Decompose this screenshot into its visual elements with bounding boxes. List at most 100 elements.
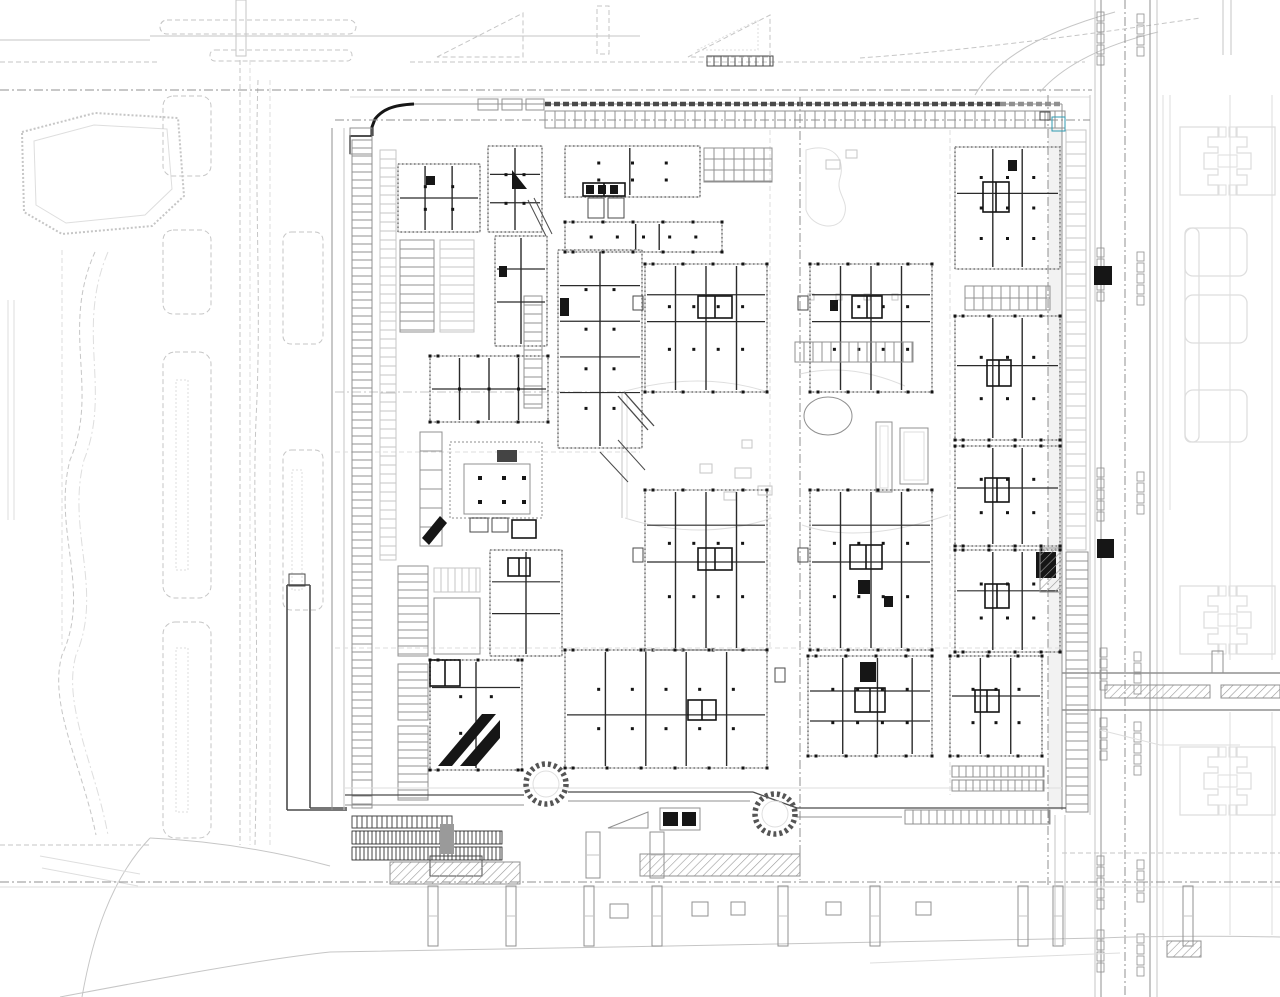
parked-cars bbox=[1099, 717, 1108, 761]
plan-rect bbox=[723, 491, 737, 501]
context-butterfly-building bbox=[1179, 746, 1219, 816]
parked-cars bbox=[1096, 11, 1105, 66]
road-median bbox=[162, 621, 212, 839]
parking-row bbox=[523, 295, 543, 409]
parked-cars bbox=[1136, 13, 1145, 57]
solid-core bbox=[522, 500, 526, 504]
plaza-core-black bbox=[682, 812, 696, 826]
parked-cars bbox=[1133, 721, 1142, 776]
layer-buildings bbox=[397, 111, 1066, 772]
parked-cars bbox=[1136, 933, 1145, 977]
road-median bbox=[209, 49, 353, 62]
plan-rect bbox=[741, 439, 753, 449]
hatched-platform bbox=[639, 853, 801, 877]
plan-rect bbox=[632, 295, 644, 311]
building-block bbox=[494, 235, 548, 347]
plan-rect bbox=[525, 98, 545, 111]
east-paver-band bbox=[1065, 551, 1089, 813]
parked-cars bbox=[1096, 929, 1105, 973]
building-block bbox=[808, 262, 934, 394]
west-parking-strip bbox=[351, 139, 373, 809]
plan-rect bbox=[609, 903, 629, 919]
plan-rect bbox=[891, 293, 899, 301]
plan-path bbox=[1217, 126, 1238, 196]
plan-line bbox=[623, 391, 655, 427]
plan-rect bbox=[607, 197, 625, 219]
crosswalk bbox=[706, 55, 774, 67]
station-tracks bbox=[351, 830, 503, 845]
plan-path bbox=[59, 951, 331, 997]
hatched-core bbox=[1039, 547, 1063, 593]
pier bbox=[869, 885, 881, 947]
site-corner-bold bbox=[370, 102, 415, 136]
plan-rect bbox=[491, 517, 509, 533]
parked-cars bbox=[1096, 855, 1105, 910]
solid-core bbox=[502, 476, 506, 480]
plan-path bbox=[329, 935, 1280, 953]
plan-rect bbox=[797, 547, 809, 563]
garden-blob bbox=[805, 147, 846, 227]
plaza-core-black bbox=[663, 812, 678, 826]
station-platform bbox=[351, 815, 453, 829]
layer-context-right bbox=[1179, 126, 1276, 816]
plan-rect bbox=[1184, 294, 1248, 344]
cyan-feature bbox=[1051, 116, 1066, 132]
parking-waffle bbox=[794, 341, 914, 363]
waffle-grid bbox=[703, 147, 773, 183]
plan-rect bbox=[477, 98, 499, 111]
plan-rect bbox=[797, 295, 809, 311]
building-block bbox=[954, 146, 1061, 270]
plan-rect bbox=[915, 901, 932, 916]
plan-path bbox=[1236, 126, 1276, 196]
plan-rect bbox=[349, 127, 373, 155]
plan-rect bbox=[596, 5, 610, 55]
layer-context-left bbox=[0, 60, 347, 997]
parking-row bbox=[397, 725, 429, 801]
plan-rect bbox=[825, 159, 841, 170]
plan-rect bbox=[469, 517, 489, 533]
building-block bbox=[806, 654, 934, 758]
parking-row bbox=[433, 567, 481, 593]
plan-rect bbox=[291, 469, 303, 591]
traffic-island bbox=[687, 14, 771, 58]
pier bbox=[777, 885, 789, 947]
plan-rect bbox=[1184, 389, 1248, 443]
plaza-circle bbox=[523, 761, 569, 807]
building-block bbox=[953, 314, 1062, 442]
plan-path bbox=[621, 380, 769, 393]
east-walk-band bbox=[1048, 128, 1062, 810]
plan-path bbox=[1236, 746, 1276, 816]
plan-rect bbox=[903, 431, 925, 481]
context-butterfly-building bbox=[1179, 585, 1219, 655]
building-block bbox=[487, 145, 543, 233]
plan-rect bbox=[433, 597, 481, 655]
hatched-pad bbox=[1166, 940, 1202, 958]
building-block bbox=[643, 488, 769, 652]
plan-rect bbox=[175, 379, 189, 571]
parking-row bbox=[379, 149, 397, 561]
road-marker-black bbox=[1097, 539, 1114, 558]
road-median bbox=[282, 231, 324, 345]
plan-line bbox=[39, 855, 141, 875]
plan-path bbox=[254, 79, 259, 846]
layer-road-right bbox=[1094, 0, 1273, 997]
plan-path bbox=[752, 791, 798, 809]
context-building-inner bbox=[33, 124, 173, 224]
building-block bbox=[563, 220, 724, 254]
station-tracks bbox=[351, 846, 503, 861]
pier bbox=[649, 831, 665, 879]
layer-station bbox=[351, 761, 1051, 885]
plan-rect bbox=[175, 647, 189, 813]
ramp-corridor bbox=[286, 584, 347, 811]
plan-path bbox=[1039, 31, 1159, 93]
plan-line bbox=[533, 197, 553, 235]
layer-bridge bbox=[1061, 672, 1280, 746]
plan-rect bbox=[1184, 227, 1200, 443]
plan-rect bbox=[511, 519, 537, 539]
parking-row bbox=[904, 809, 1051, 825]
solid-core bbox=[497, 450, 517, 462]
parking-row bbox=[439, 239, 475, 333]
road-marker-black bbox=[1094, 266, 1112, 285]
